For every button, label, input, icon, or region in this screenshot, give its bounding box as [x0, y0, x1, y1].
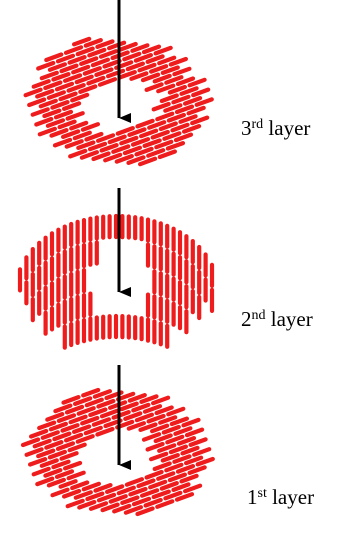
layer-2-label: 2nd layer [241, 309, 313, 330]
layer-3-label: 3rd layer [241, 118, 310, 139]
layer-1-label: 1st layer [247, 487, 314, 508]
layer-2-disc [20, 216, 212, 348]
